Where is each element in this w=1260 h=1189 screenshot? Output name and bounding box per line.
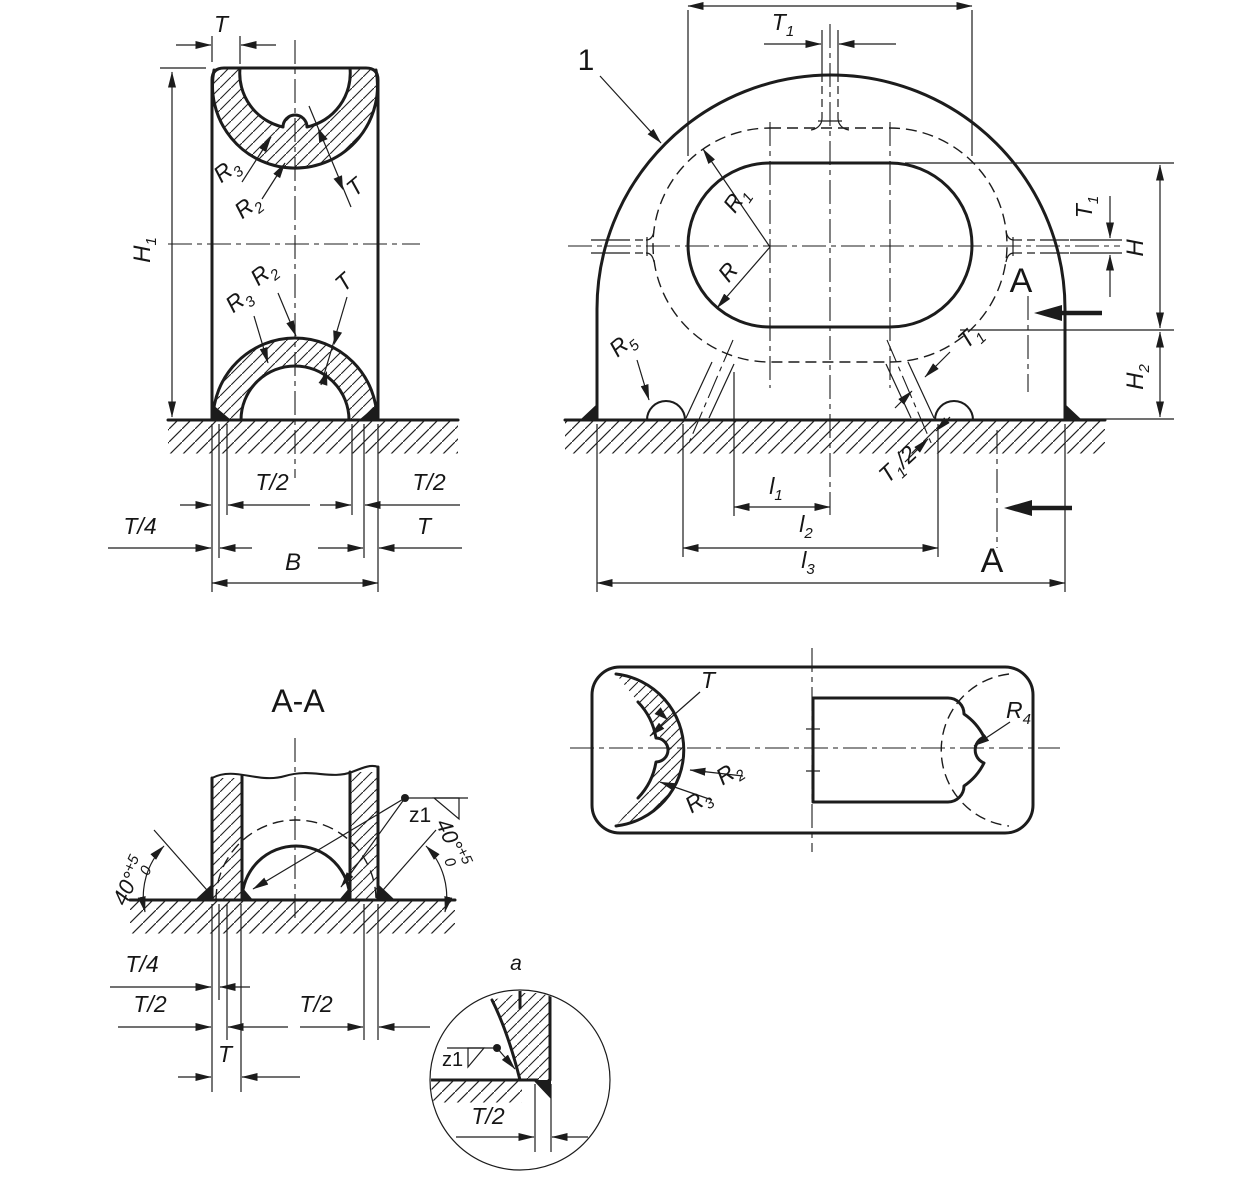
dim-label-T-bottom: T bbox=[417, 513, 433, 539]
dim-label-H1: H1 bbox=[129, 237, 160, 263]
dim-label-l1: l1 bbox=[769, 473, 782, 504]
dim-label-R3-lower: R3 bbox=[220, 281, 259, 321]
dim-label-R4: R4 bbox=[1006, 697, 1031, 728]
dim-label-T-top: T bbox=[214, 11, 230, 37]
dim-label-H: H bbox=[1122, 239, 1149, 257]
dim-label-l3: l3 bbox=[801, 547, 815, 578]
angle-dimensions bbox=[137, 829, 453, 913]
section-letter-A-top: A bbox=[1010, 262, 1033, 300]
weld-fillet-outer-right bbox=[378, 884, 395, 900]
weld-label-z1: z1 bbox=[409, 804, 431, 827]
dim-label-R2-lower: R2 bbox=[245, 254, 284, 294]
right-feeder-stub bbox=[1005, 230, 1069, 263]
weld-symbol-z1: z1 bbox=[442, 1044, 516, 1071]
weld-bead-right bbox=[933, 400, 975, 421]
dim-label-angle-right: 40°+50 bbox=[424, 814, 475, 874]
dim-label-R5: R5 bbox=[604, 325, 644, 365]
dim-label-l2: l2 bbox=[799, 511, 813, 542]
saddle-section-hatch bbox=[616, 674, 684, 826]
dim-label-R: R bbox=[713, 257, 744, 286]
dim-label-T-lower: T bbox=[330, 266, 359, 296]
detail-title-a: a bbox=[510, 952, 522, 975]
hidden-arc-right bbox=[940, 673, 1010, 827]
break-line-wavy bbox=[211, 764, 379, 780]
section-letter-A-bottom: A bbox=[981, 542, 1004, 580]
dim-label-B: B bbox=[285, 549, 301, 576]
dimension-lines bbox=[110, 904, 430, 1092]
view-side-elevation: T H1 R3 R2 T R2 R3 T T/2 T/2 T/4 T B bbox=[108, 11, 462, 592]
weld-fillet-right bbox=[1065, 404, 1082, 420]
weld-label-z1: z1 bbox=[442, 1049, 463, 1071]
left-feeder-stub bbox=[591, 230, 655, 263]
section-title: A-A bbox=[271, 683, 325, 719]
section-cut-A-A bbox=[996, 296, 1102, 548]
weld-fillet-outer-left bbox=[195, 884, 212, 900]
weld-bead-left bbox=[645, 400, 687, 421]
dim-label-R3: R3 bbox=[680, 782, 718, 822]
lower-section-hatch bbox=[213, 338, 377, 420]
arch-outer-arc bbox=[211, 336, 379, 422]
dim-label-T2-left: T/2 bbox=[255, 469, 288, 495]
ground-hatch bbox=[168, 420, 458, 454]
part-callout-1: 1 bbox=[578, 44, 595, 77]
view-section-A-A: A-A z1 40°+50 40°+50 T/4 T/2 T/2 T bbox=[107, 683, 476, 1092]
dim-label-T4: T/4 bbox=[123, 513, 156, 539]
outer-profile bbox=[595, 73, 1067, 422]
dim-label-T4: T/4 bbox=[125, 951, 158, 977]
dimension-lines bbox=[108, 36, 462, 592]
dim-label-T2: T/2 bbox=[471, 1103, 504, 1129]
view-front-elevation: 1 T1 R1 R T1 H H2 R5 T1 T1/2 l1 l2 l3 A … bbox=[563, 2, 1174, 592]
detail-content bbox=[431, 991, 552, 1103]
detail-circle bbox=[429, 989, 611, 1171]
dim-label-T1-right: T1 bbox=[1071, 196, 1102, 218]
mean-line-dashed bbox=[652, 127, 1008, 363]
dim-label-T2-right: T/2 bbox=[412, 469, 445, 495]
weld-symbol-z1: z1 bbox=[252, 794, 468, 890]
ground-hatch bbox=[565, 420, 1105, 454]
dim-label-T: T bbox=[701, 667, 717, 693]
dim-label-T-upper: T bbox=[341, 171, 370, 201]
arch-solid bbox=[240, 844, 352, 902]
saddle-outer-arc bbox=[614, 672, 686, 828]
weld-fillet-left bbox=[212, 404, 231, 420]
dim-label-R3-upper: R3 bbox=[208, 151, 247, 191]
inner-pocket bbox=[811, 696, 986, 804]
left-wall-hatch bbox=[212, 778, 242, 900]
dim-label-H2: H2 bbox=[1122, 364, 1153, 390]
dim-label-T1-top: T1 bbox=[772, 9, 794, 40]
upper-inner-arc bbox=[238, 66, 352, 129]
dim-label-R2-upper: R2 bbox=[229, 187, 268, 227]
view-detail-a: a z1 T/2 bbox=[429, 952, 611, 1171]
dim-label-T: T bbox=[218, 1041, 234, 1067]
weld-fillet-right bbox=[359, 404, 378, 420]
dimension-lines bbox=[456, 1084, 588, 1152]
dim-label-T2-left: T/2 bbox=[133, 991, 166, 1017]
ground-hatch bbox=[130, 900, 455, 934]
dim-label-T1-leg: T1 bbox=[952, 319, 990, 357]
dim-label-T2-right: T/2 bbox=[299, 991, 332, 1017]
weld-fillet-left bbox=[580, 404, 597, 420]
leaders bbox=[649, 691, 1011, 801]
dim-label-R2: R2 bbox=[711, 754, 749, 794]
dimension-lines bbox=[596, 2, 1174, 592]
weld-root-right bbox=[339, 887, 350, 900]
dim-label-R1: R1 bbox=[718, 182, 758, 220]
arch-dashed bbox=[215, 819, 377, 901]
weld-root-left bbox=[242, 887, 253, 900]
view-plan: T R2 R3 R4 bbox=[570, 648, 1060, 852]
